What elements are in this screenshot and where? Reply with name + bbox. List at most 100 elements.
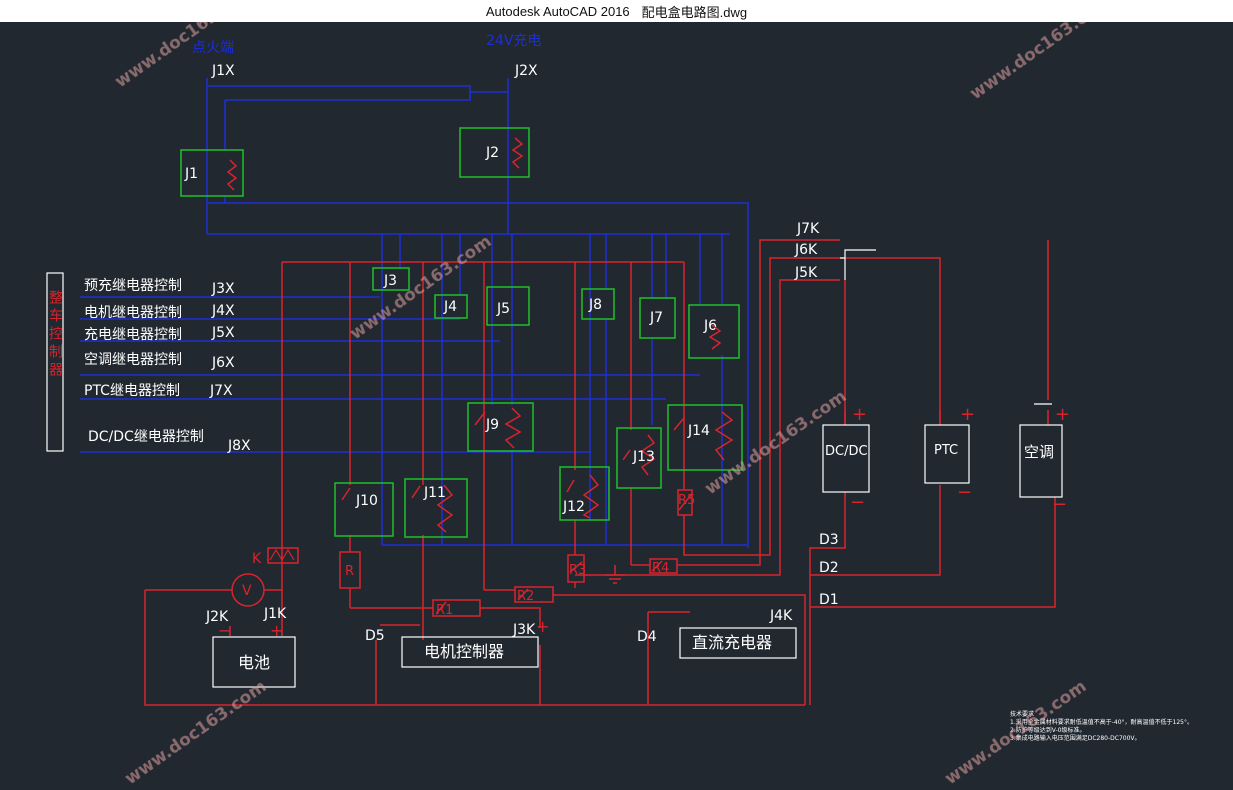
d2-tag: D2 (819, 560, 839, 576)
tech-note-3: 3.集成电路输入电压范围满足DC280-DC700V。 (1010, 734, 1141, 742)
resistor-r5-label: R5 (678, 493, 695, 508)
relay-j13-label[interactable]: J13 (632, 449, 655, 465)
tech-note-2: 2.防护等级达到V-0级标准。 (1010, 726, 1085, 734)
battery-plus: + (270, 621, 283, 640)
motor-controller-label: 电机控制器 (424, 642, 504, 661)
dcdc-control-label: DC/DC继电器控制 (88, 429, 204, 445)
fuse-k[interactable]: K (252, 547, 299, 567)
voltmeter[interactable]: V (231, 573, 265, 607)
voltmeter-label: V (242, 583, 252, 599)
load-dcdc-minus: − (850, 492, 865, 513)
j3x-tag: J3X (211, 281, 235, 297)
battery-minus: − (218, 621, 231, 640)
right-tags: J7K J6K J5K D3 D2 D1 J4K D4 (637, 221, 839, 645)
load-ac-label: 空调 (1024, 443, 1054, 461)
motor-controller[interactable]: 电机控制器 (401, 636, 539, 668)
load-dcdc-plus: + (852, 404, 867, 425)
load-ptc-minus: − (957, 482, 972, 503)
charge-24v-label: 24V充电 (486, 33, 541, 49)
j1k-tag: J1K (263, 606, 287, 622)
resistor-r4-label: R4 (652, 561, 669, 576)
resistor-r-label: R (345, 564, 354, 579)
coil-relay-labels: J3 J4 J5 J8 J7 J6 (383, 273, 717, 334)
j1x-label: J1X (211, 63, 235, 79)
load-ac[interactable]: 空调 + − (1019, 403, 1070, 515)
j7k-tag: J7K (796, 221, 820, 237)
watermark-1: www.doc163.com (111, 22, 260, 92)
title-bar: Autodesk AutoCAD 2016 配电盒电路图.dwg (0, 0, 1233, 22)
relay-j14-label[interactable]: J14 (687, 423, 710, 439)
watermark-4: www.doc163.com (701, 386, 850, 499)
resistor-r1-label: R1 (436, 603, 453, 618)
contact-relay-labels: J9 J14 J13 J10 J11 J12 (355, 417, 710, 515)
watermark-2: www.doc163.com (966, 22, 1115, 104)
relay-j7-label[interactable]: J7 (649, 310, 663, 326)
j5k-tag: J5K (794, 265, 818, 281)
load-ptc[interactable]: PTC + − (924, 404, 975, 503)
battery[interactable]: 电池 (212, 636, 296, 688)
ac-control-label: 空调继电器控制 (84, 352, 182, 368)
charge-control-label: 充电继电器控制 (84, 327, 182, 343)
load-dcdc[interactable]: DC/DC + − (822, 404, 870, 513)
relay-j2[interactable]: J2 (459, 127, 530, 178)
app-title: Autodesk AutoCAD 2016 (485, 3, 630, 19)
j4x-tag: J4X (211, 303, 235, 319)
j8x-tag: J8X (227, 438, 251, 454)
relay-j3-label[interactable]: J3 (383, 273, 397, 289)
j5x-tag: J5X (211, 325, 235, 341)
resistors (339, 489, 693, 617)
tech-note-1: 1.采用全金属材料要求耐低温值不高于-40°，耐高温值不低于125°。 (1010, 718, 1193, 726)
load-ptc-label: PTC (934, 443, 958, 458)
red-wiring (144, 239, 1056, 706)
load-ptc-plus: + (960, 404, 975, 425)
d5-tag: D5 (365, 628, 385, 644)
d4-tag: D4 (637, 629, 657, 645)
coil-relays (372, 267, 740, 359)
contact-symbols (341, 407, 734, 533)
relay-j12-label[interactable]: J12 (562, 499, 585, 515)
resistor-r3-label: R3 (569, 563, 586, 578)
j4k-tag: J4K (769, 608, 793, 624)
technical-notes: 技术要求 1.采用全金属材料要求耐低温值不高于-40°，耐高温值不低于125°。… (1010, 710, 1193, 742)
ignition-label: 点火端 (192, 40, 234, 56)
ptc-control-label: PTC继电器控制 (84, 383, 180, 399)
contact-relays (334, 402, 743, 538)
relay-j6-label[interactable]: J6 (703, 318, 717, 334)
j6x-tag: J6X (211, 355, 235, 371)
motor-control-label: 电机继电器控制 (84, 305, 182, 321)
precharge-control-label: 预充继电器控制 (84, 278, 182, 294)
fuse-k-label: K (252, 551, 262, 567)
load-ac-plus: + (1055, 404, 1070, 425)
blue-wiring (80, 78, 749, 548)
vehicle-controller[interactable]: 整车控制器 (46, 272, 64, 452)
j2k-tag: J2K (205, 609, 229, 625)
file-name: 配电盒电路图.dwg (641, 4, 748, 20)
relay-j1-label: J1 (184, 166, 198, 182)
battery-label: 电池 (238, 653, 270, 672)
resistor-labels: R R1 R2 R3 R4 R5 (345, 493, 695, 618)
motor-ctrl-plus: + (536, 617, 549, 636)
relay-j8-label[interactable]: J8 (588, 297, 602, 313)
watermark-3: www.doc163.com (346, 231, 495, 344)
relay-j11-label[interactable]: J11 (423, 485, 446, 501)
d3-tag: D3 (819, 532, 839, 548)
relay-j10-label[interactable]: J10 (355, 493, 378, 509)
relay-j1[interactable]: J1 (180, 149, 244, 197)
j6k-tag: J6K (794, 242, 818, 258)
relay-j9-label[interactable]: J9 (485, 417, 499, 433)
j2x-label: J2X (514, 63, 538, 79)
dc-charger[interactable]: 直流充电器 (679, 627, 797, 659)
load-ac-minus: − (1052, 494, 1067, 515)
control-labels: 预充继电器控制 J3X 电机继电器控制 J4X 充电继电器控制 J5X 空调继电… (84, 278, 251, 454)
coil-zigzags (708, 324, 722, 350)
relay-j4-label[interactable]: J4 (443, 299, 457, 315)
vehicle-controller-label: 整车控制器 (47, 290, 63, 380)
load-dcdc-label: DC/DC (825, 444, 868, 459)
resistor-r2-label: R2 (517, 589, 534, 604)
dc-charger-label: 直流充电器 (692, 633, 772, 652)
relay-j2-label: J2 (485, 145, 499, 161)
circuit-diagram: 点火端 24V充电 J1X J2X J1 J2 整车控制器 预充继电器控制 J3… (46, 0, 1193, 789)
relay-j5-label[interactable]: J5 (496, 301, 510, 317)
tech-note-title: 技术要求 (1010, 710, 1034, 718)
